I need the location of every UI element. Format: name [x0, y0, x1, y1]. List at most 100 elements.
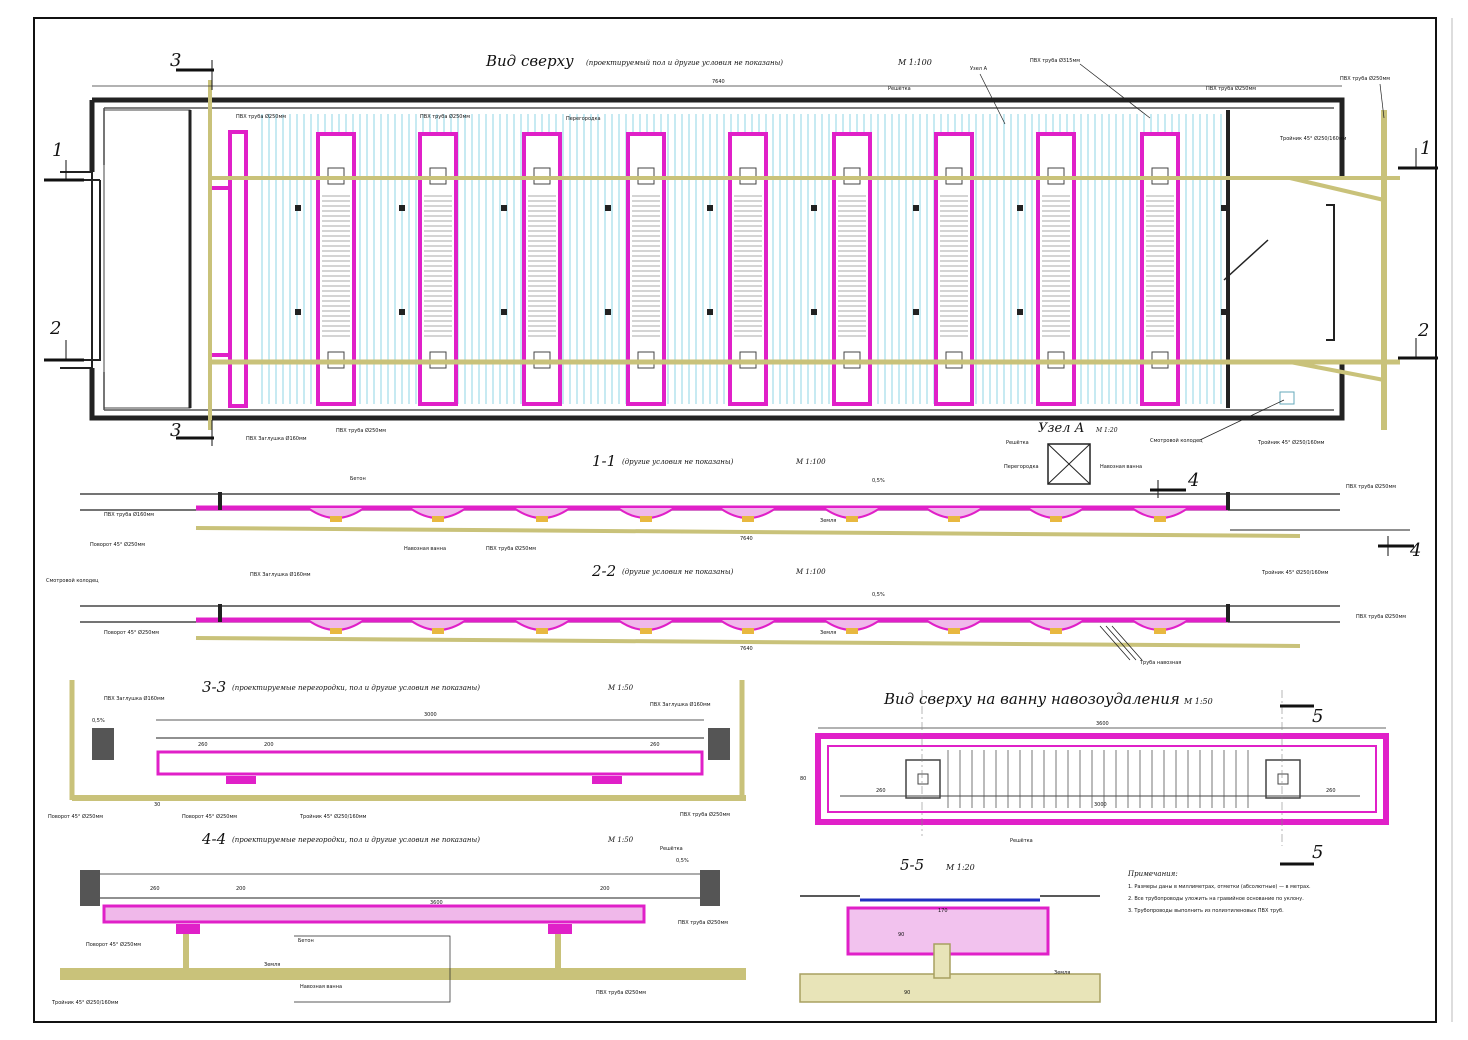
notes-heading: Примечания: — [1127, 870, 1178, 878]
section-mark-1-right: 1 — [1398, 138, 1438, 170]
callout-pvc-pipe-top2: ПВХ труба Ø250мм — [420, 113, 470, 120]
section-drain — [640, 628, 652, 634]
section-drain — [330, 516, 342, 522]
s4-slope: 0,5% — [676, 858, 689, 864]
section-drain — [536, 516, 548, 522]
s4-pit — [102, 904, 646, 924]
s3-dim-c: 200 — [264, 742, 274, 748]
section-2-2-num: 2-2 — [591, 562, 616, 580]
section-1-1: 1-1 (другие условия не показаны) М 1:100… — [80, 452, 1421, 576]
s4-wall-left — [80, 870, 100, 906]
s5-riser — [933, 943, 951, 979]
s4-callout-pvc2: ПВХ труба Ø250мм — [596, 989, 646, 996]
s3-callout-pvc: ПВХ труба Ø250мм — [680, 811, 730, 818]
section-mark-2-left: 2 — [44, 318, 84, 362]
s2-ground-label: Земля — [820, 630, 836, 636]
s3-callout-bend-1: Поворот 45° Ø250мм — [48, 813, 103, 820]
s2-callout-slurry: Труба навозная — [1139, 660, 1181, 666]
bath-view-title: Вид сверху на ванну навозоудаления — [883, 690, 1180, 708]
column-marker — [295, 205, 301, 211]
s4-callout-pvc: ПВХ труба Ø250мм — [678, 919, 728, 926]
s1-callout-bend: Поворот 45° Ø250мм — [90, 541, 145, 548]
node-a-scale: М 1:20 — [1095, 427, 1118, 434]
s5-dim-h: 90 — [898, 932, 904, 938]
section-mark-1-left: 1 — [44, 140, 84, 182]
bath-dim-side: 80 — [800, 776, 806, 782]
callout-tee-right: Тройник 45° Ø250/160мм — [1279, 135, 1347, 142]
top-view-scale: М 1:100 — [897, 58, 932, 67]
section-drain — [846, 516, 858, 522]
bath-slats — [947, 750, 1249, 808]
leader-2 — [979, 73, 1006, 125]
leader-1 — [1079, 63, 1151, 119]
svg-text:2: 2 — [1417, 320, 1429, 341]
note-3: 3. Трубопроводы выполнить из полиэтилено… — [1128, 908, 1284, 914]
s3-wall-right — [708, 728, 730, 760]
section-drain — [1050, 628, 1062, 634]
right-branch-top — [1289, 176, 1385, 202]
column-marker — [501, 309, 507, 315]
s1-pipe — [195, 526, 1301, 538]
end-room-right-wall — [1326, 204, 1335, 341]
s1-slope: 0,5% — [872, 478, 885, 484]
section-5-5-num: 5-5 — [900, 856, 924, 874]
section-drain — [1154, 628, 1166, 634]
section-2-2: 2-2 (другие условия не показаны) М 1:100… — [46, 562, 1406, 666]
section-drain — [742, 516, 754, 522]
s1-dim: 7640 — [740, 536, 753, 542]
section-4-4-note: (проектируемые перегородки, пол и другие… — [232, 836, 480, 844]
s3-dim-bottom: 30 — [154, 802, 160, 808]
bath-view-scale: М 1:50 — [1183, 697, 1213, 706]
s3-dim-b: 260 — [650, 742, 660, 748]
s2-callout-well: Смотровой колодец — [46, 577, 99, 584]
column-marker — [707, 205, 713, 211]
s3-callout-plug-r: ПВХ Заглушка Ø160мм — [650, 701, 711, 708]
callout-grate: Решётка — [888, 86, 911, 92]
s2-callout-pvc: ПВХ труба Ø250мм — [1356, 613, 1406, 620]
section-1-1-note: (другие условия не показаны) — [622, 458, 734, 466]
callout-node-a-top: Узел А — [970, 66, 988, 72]
s2-dim: 7640 — [740, 646, 753, 652]
s4-callout-tee: Тройник 45° Ø250/160мм — [51, 999, 119, 1006]
s4-drain-r — [548, 924, 572, 934]
note-1: 1. Размеры даны в миллиметрах, отметки (… — [1128, 884, 1311, 890]
column-marker — [811, 205, 817, 211]
column-marker — [605, 309, 611, 315]
node-a-title: Узел А — [1038, 421, 1084, 436]
column-marker — [913, 309, 919, 315]
bath-dim-a: 260 — [876, 788, 886, 794]
s4-callout-bend: Поворот 45° Ø250мм — [86, 941, 141, 948]
s4-callout-pit: Навозная ванна — [300, 984, 342, 990]
s4-dim-a: 260 — [150, 886, 160, 892]
s4-callout-ground: Земля — [264, 962, 280, 968]
top-view-title: Вид сверху — [485, 52, 574, 70]
s3-dim-total: 3000 — [424, 712, 437, 718]
s2-slope: 0,5% — [872, 592, 885, 598]
column-marker — [501, 205, 507, 211]
s5-dim-h2: 90 — [904, 990, 910, 996]
s4-callout-concrete: Бетон — [298, 938, 314, 944]
node-a-label-grate: Решётка — [1006, 440, 1029, 446]
s3-wall-left — [92, 728, 114, 760]
column-marker — [1221, 309, 1227, 315]
section-drain — [1154, 516, 1166, 522]
section-mark-4-right: 4 — [1378, 536, 1421, 561]
section-2-2-note: (другие условия не показаны) — [622, 568, 734, 576]
s2-hatch — [1099, 625, 1143, 661]
bath-top-view: Вид сверху на ванну навозоудаления М 1:5… — [800, 690, 1389, 866]
s4-legend-box — [294, 935, 451, 1003]
inspection-well — [1279, 391, 1295, 405]
bath-inner — [827, 745, 1377, 813]
column-marker — [1017, 309, 1023, 315]
section-mark-5-top: 5 — [1280, 704, 1323, 727]
section-drain — [742, 628, 754, 634]
column-marker — [1017, 205, 1023, 211]
section-drain — [1050, 516, 1062, 522]
callout-partition: Перегородка — [566, 116, 601, 122]
section-1-1-num: 1-1 — [592, 452, 616, 470]
section-drain — [330, 628, 342, 634]
section-3-3-scale: М 1:50 — [607, 684, 634, 692]
s4-dim-c: 200 — [600, 886, 610, 892]
svg-text:3: 3 — [170, 420, 181, 441]
section-4-4-scale: М 1:50 — [607, 836, 634, 844]
